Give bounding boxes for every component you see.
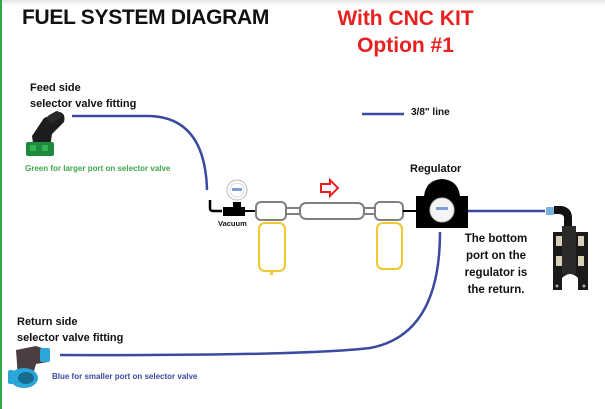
return-note-line-2: port on the [465, 250, 527, 262]
filter-canister-left [258, 222, 286, 272]
return-side-label-line-1: Return side [17, 316, 78, 328]
return-note-line-4: the return. [467, 284, 525, 296]
return-note-line-3: regulator is [464, 267, 528, 279]
return-fitting-icon [8, 346, 50, 388]
feed-side-label-line-1: Feed side [30, 82, 81, 94]
vacuum-gauge-icon [226, 179, 248, 201]
return-side-label: Return side selector valve fitting [17, 314, 123, 346]
top-shade [0, 0, 605, 6]
vacuum-tee-icon [208, 200, 256, 216]
filter-right-housing [374, 201, 404, 221]
return-side-label-line-2: selector valve fitting [17, 332, 124, 344]
return-line [59, 231, 442, 357]
filter-center-tube [299, 202, 365, 220]
feed-line [72, 114, 209, 191]
filter-left-housing [255, 201, 287, 221]
return-side-note: Blue for smaller port on selector valve [52, 372, 198, 381]
feed-fitting-icon [26, 111, 65, 156]
fuel-rail-bracket-icon [546, 206, 588, 290]
regulator-return-note: The bottom port on the regulator is the … [450, 231, 542, 299]
feed-side-label: Feed side selector valve fitting [30, 80, 136, 112]
regulator-icon [416, 179, 468, 228]
legend-line-label: 3/8" line [411, 107, 450, 118]
vacuum-label: Vacuum [218, 219, 247, 228]
regulator-label: Regulator [410, 163, 462, 175]
filter-assembly [255, 201, 416, 275]
page-title: FUEL SYSTEM DIAGRAM [22, 6, 270, 29]
subtitle-line-1: With CNC KIT [337, 7, 474, 30]
subtitle-line-2: Option #1 [357, 34, 454, 57]
feed-side-label-line-2: selector valve fitting [30, 98, 137, 110]
left-border [0, 0, 2, 409]
subtitle: With CNC KIT Option #1 [318, 5, 493, 59]
feed-side-note: Green for larger port on selector valve [25, 164, 171, 173]
filter-canister-right [376, 222, 403, 270]
return-note-line-1: The bottom [464, 233, 528, 245]
flow-arrow-icon [320, 177, 340, 199]
